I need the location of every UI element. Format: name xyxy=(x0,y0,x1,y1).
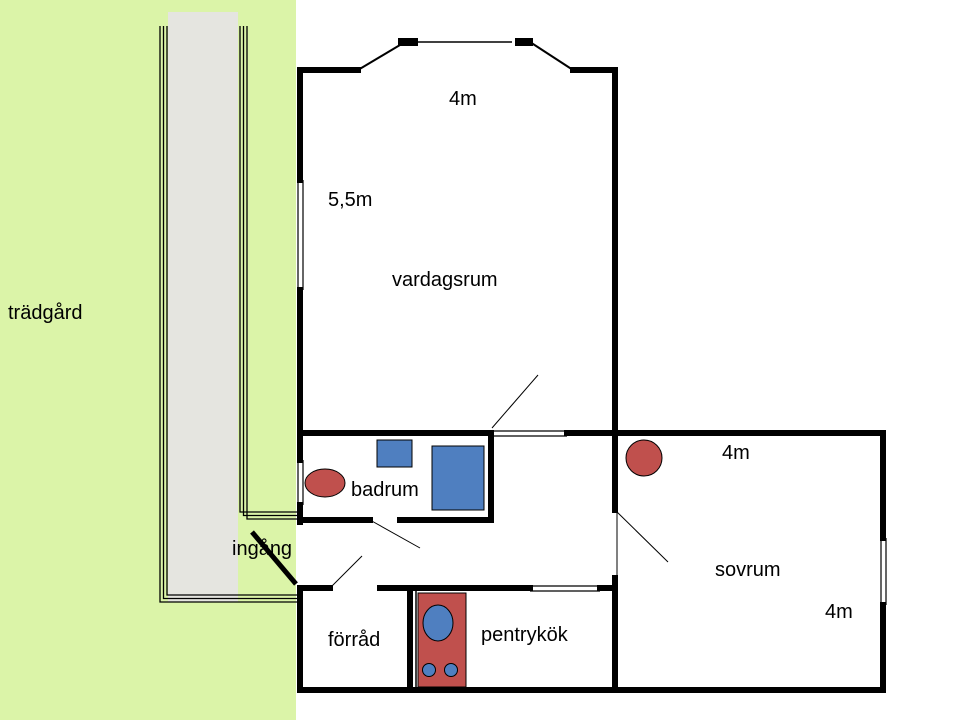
bedroom-width-label: 4m xyxy=(722,442,750,464)
bedroom-stove xyxy=(625,439,663,477)
bathroom-shower xyxy=(431,445,485,511)
bathroom-label: badrum xyxy=(351,479,419,501)
garden-area xyxy=(0,0,296,720)
entrance-label: ingång xyxy=(232,538,292,560)
bedroom-label: sovrum xyxy=(715,559,781,581)
hob-left xyxy=(422,663,436,677)
windows xyxy=(297,180,887,605)
bedroom-depth-label: 4m xyxy=(825,601,853,623)
living-width-label: 4m xyxy=(449,88,477,110)
door-swings xyxy=(329,374,669,589)
bathroom-sink xyxy=(304,468,346,498)
fence xyxy=(159,26,300,603)
kitchenette-label: pentrykök xyxy=(481,624,569,646)
hob-right xyxy=(444,663,458,677)
garden-label: trädgård xyxy=(8,302,83,324)
bathroom-toilet xyxy=(376,439,413,468)
living-depth-label: 5,5m xyxy=(328,189,372,211)
bay-window xyxy=(357,38,574,71)
entrance-door xyxy=(250,530,298,586)
kitchen-sink xyxy=(422,604,454,642)
storage-label: förråd xyxy=(328,629,380,651)
walls xyxy=(297,67,886,693)
garden-path xyxy=(168,12,238,602)
living-room-label: vardagsrum xyxy=(392,269,498,291)
